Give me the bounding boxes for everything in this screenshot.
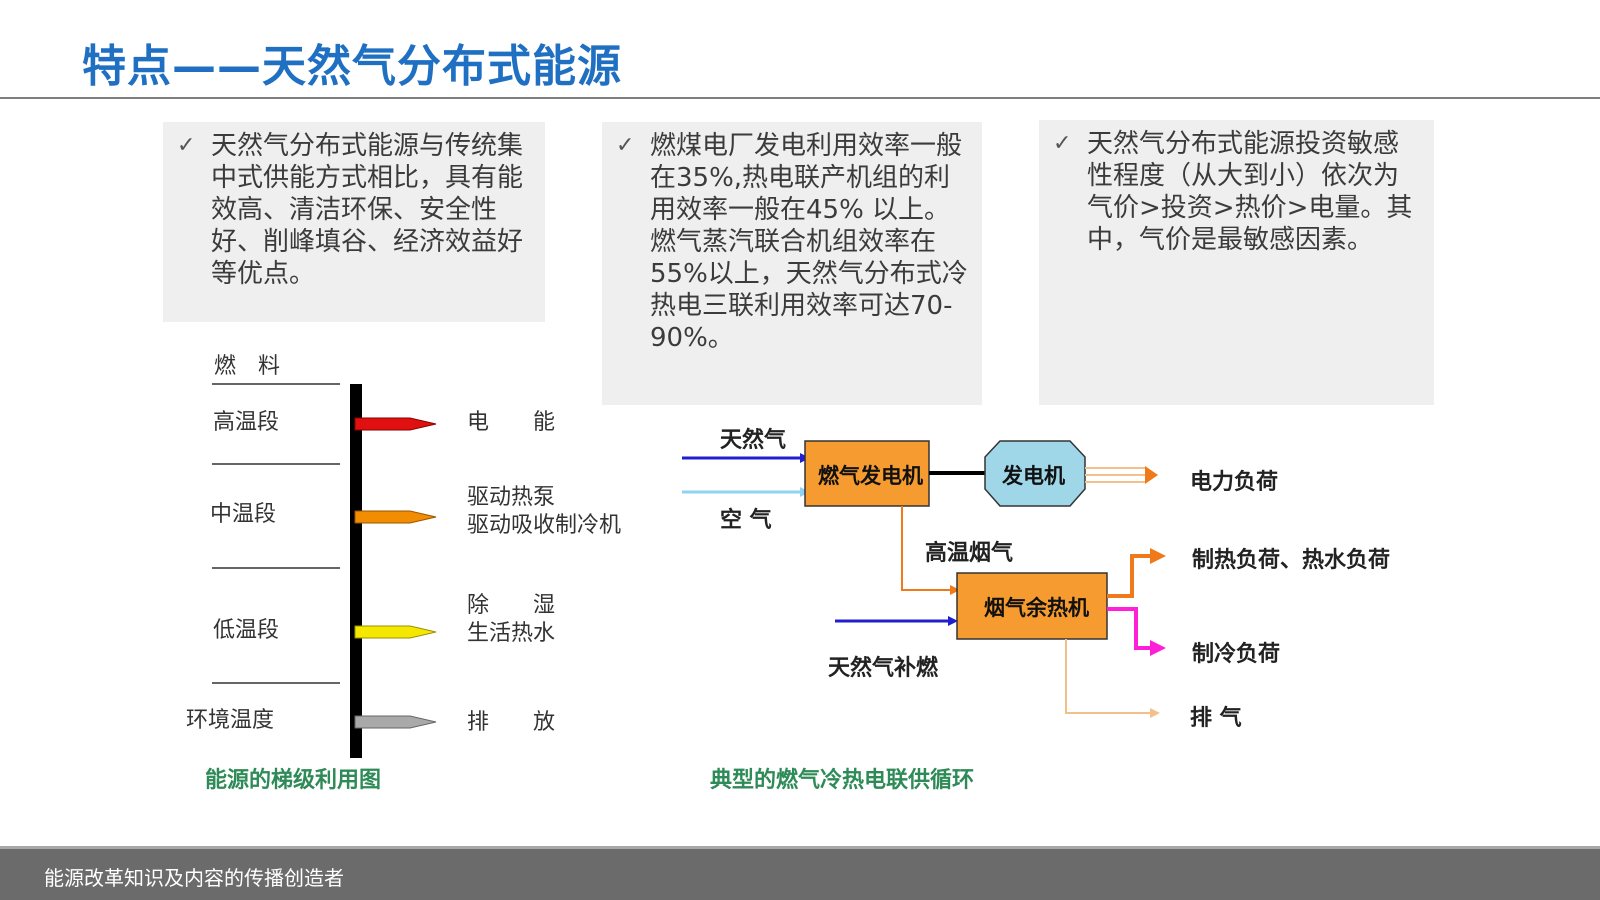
use-electric-label: 电 能 <box>467 410 556 435</box>
power-load-label: 电力负荷 <box>1190 470 1279 495</box>
footer-bar <box>0 849 1600 900</box>
card-text: 天然气分布式能源投资敏感性程度（从大到小）依次为气价>投资>热价>电量。其中，气… <box>1087 129 1413 255</box>
stage-low-label: 低温段 <box>213 618 280 643</box>
generator-octagon <box>984 440 1086 507</box>
footer-text: 能源改革知识及内容的传播创造者 <box>44 866 344 890</box>
arrow-head <box>1150 548 1166 564</box>
exhaust-line <box>1065 639 1152 714</box>
gas-input-label: 天然气 <box>720 428 787 453</box>
cascade-caption: 能源的梯级利用图 <box>205 768 382 793</box>
exhaust-output-label: 排 气 <box>1190 706 1242 731</box>
arrow-dehumidify <box>354 625 437 639</box>
arrow-exhaust <box>354 715 437 729</box>
temperature-bar <box>350 384 362 758</box>
use-heat-pump-label: 驱动热泵 驱动吸收制冷机 <box>467 485 622 538</box>
stage-high-label: 高温段 <box>213 410 280 435</box>
arrow-head <box>1145 466 1158 484</box>
air-input-label: 空 气 <box>720 508 772 533</box>
stage-mid-label: 中温段 <box>210 502 277 527</box>
arrow-electric <box>354 417 437 431</box>
gas-generator-box <box>804 440 930 507</box>
arrow-head <box>950 585 960 595</box>
stage-ambient-label: 环境温度 <box>186 708 275 733</box>
cycle-caption: 典型的燃气冷热电联供循环 <box>710 768 975 793</box>
generator-label: 发电机 <box>1002 464 1065 488</box>
checkmark-icon: ✓ <box>177 133 196 158</box>
fuel-label: 燃 料 <box>214 354 281 379</box>
card-text: 天然气分布式能源与传统集中式供能方式相比，具有能效高、清洁环保、安全性好、削峰填… <box>211 131 524 289</box>
feature-card-efficiency: ✓ 天然气分布式能源与传统集中式供能方式相比，具有能效高、清洁环保、安全性好、削… <box>163 122 545 322</box>
card-text: 燃煤电厂发电利用效率一般在35%,热电联产机组的利用效率一般在45% 以上。燃气… <box>650 131 968 353</box>
use-exhaust-label: 排 放 <box>467 710 556 735</box>
flue-gas-line <box>901 506 950 591</box>
footer-divider <box>0 846 1600 849</box>
cold-output-line <box>1107 607 1152 650</box>
heat-output-line <box>1107 554 1152 598</box>
arrow-heat-pump <box>354 510 437 524</box>
heat-load-label: 制热负荷、热水负荷 <box>1192 548 1391 573</box>
use-dehumidify-label: 除 湿 生活热水 <box>467 593 556 646</box>
heat-recovery-box <box>956 572 1108 640</box>
arrow-head <box>1150 708 1160 718</box>
feature-card-utilization: ✓ 燃煤电厂发电利用效率一般在35%,热电联产机组的利用效率一般在45% 以上。… <box>602 122 982 405</box>
page-title: 特点——天然气分布式能源 <box>82 41 622 92</box>
feature-card-sensitivity: ✓ 天然气分布式能源投资敏感性程度（从大到小）依次为气价>投资>热价>电量。其中… <box>1039 120 1434 405</box>
checkmark-icon: ✓ <box>616 133 635 158</box>
gas-generator-label: 燃气发电机 <box>818 464 923 488</box>
checkmark-icon: ✓ <box>1053 131 1072 156</box>
cold-load-label: 制冷负荷 <box>1192 642 1281 667</box>
flue-gas-label: 高温烟气 <box>925 541 1014 566</box>
supp-gas-label: 天然气补燃 <box>828 656 939 681</box>
arrow-head <box>1150 640 1166 656</box>
title-divider <box>0 97 1600 99</box>
arrow-head <box>948 616 958 626</box>
heat-recovery-label: 烟气余热机 <box>984 596 1089 620</box>
